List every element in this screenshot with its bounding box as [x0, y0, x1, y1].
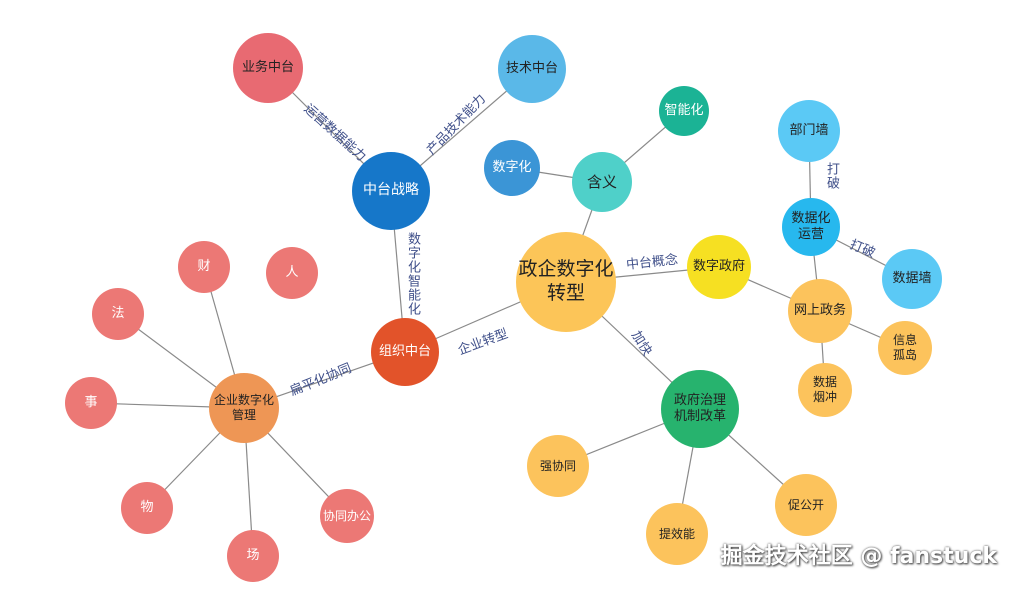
node-information-island[interactable]: 信息 孤岛 [878, 321, 932, 375]
watermark: 掘金技术社区 @ fanstuck [720, 544, 997, 569]
node-data-silo[interactable]: 数据 烟冲 [798, 363, 852, 417]
node-org-middle-platform[interactable]: 组织中台 [371, 318, 439, 386]
node-meaning[interactable]: 含义 [572, 152, 632, 212]
node-promote-openness[interactable]: 促公开 [775, 474, 837, 536]
edge-label-break-through-1: 打破 [824, 162, 839, 190]
node-government-governance-reform[interactable]: 政府治理 机制改革 [661, 370, 739, 448]
node-business-middle-platform[interactable]: 业务中台 [233, 33, 303, 103]
node-digital-government[interactable]: 数字政府 [687, 235, 751, 299]
node-digitalization[interactable]: 数字化 [484, 140, 540, 196]
node-tech-middle-platform[interactable]: 技术中台 [498, 35, 566, 103]
node-affairs[interactable]: 事 [65, 377, 117, 429]
node-online-government-affairs[interactable]: 网上政务 [788, 279, 852, 343]
node-things[interactable]: 物 [121, 482, 173, 534]
node-venue[interactable]: 场 [227, 530, 279, 582]
node-finance[interactable]: 财 [178, 241, 230, 293]
node-intelligentization[interactable]: 智能化 [659, 86, 709, 136]
node-law[interactable]: 法 [92, 288, 144, 340]
node-improve-efficiency[interactable]: 提效能 [646, 503, 708, 565]
node-strong-collaboration[interactable]: 强协同 [527, 435, 589, 497]
node-center-digital-transformation[interactable]: 政企数字化 转型 [516, 232, 616, 332]
node-middle-platform-strategy[interactable]: 中台战略 [352, 152, 430, 230]
node-data-wall[interactable]: 数据墙 [882, 249, 942, 309]
node-department-wall[interactable]: 部门墙 [778, 100, 840, 162]
node-enterprise-digital-management[interactable]: 企业数字化 管理 [209, 373, 279, 443]
node-collaborative-office[interactable]: 协同办公 [320, 489, 374, 543]
edge-label-digital-intelligent: 数字化智能化 [405, 232, 420, 316]
node-people[interactable]: 人 [266, 247, 318, 299]
node-data-driven-operation[interactable]: 数据化 运营 [782, 198, 840, 256]
